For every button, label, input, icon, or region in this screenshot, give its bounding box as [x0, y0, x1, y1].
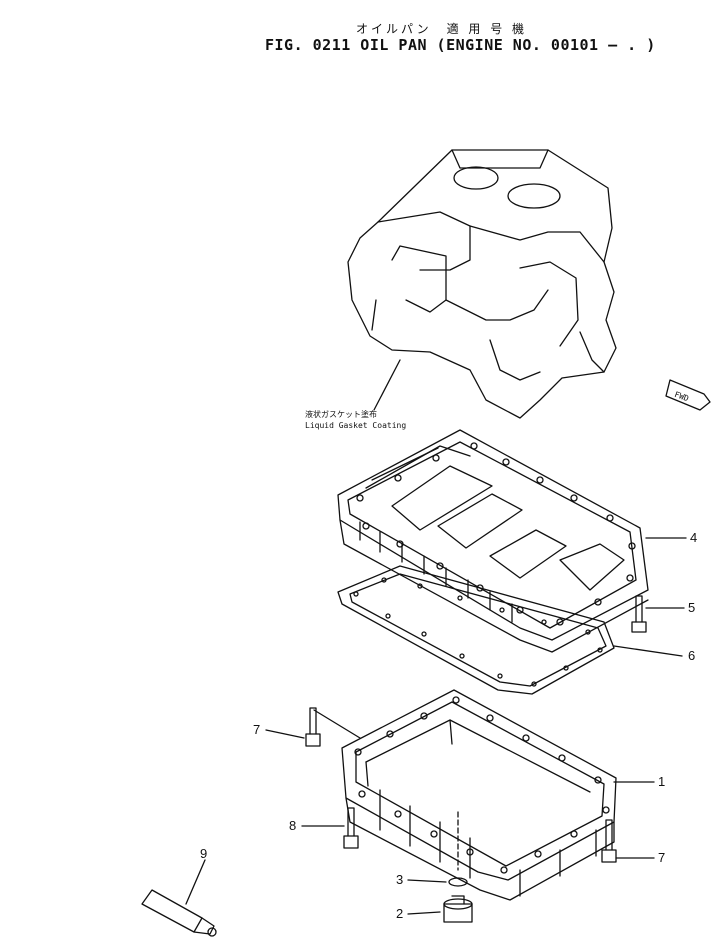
- callout-2: 2: [396, 906, 404, 921]
- callout-5: 5: [688, 600, 696, 615]
- bolt-7-upper: [305, 707, 361, 747]
- callout-8: 8: [289, 818, 297, 833]
- gasket-note-leader: [373, 359, 401, 411]
- upper-oil-pan: [337, 429, 649, 653]
- callout-1: 1: [658, 774, 666, 789]
- callout-7-upper: 7: [253, 722, 261, 737]
- liquid-gasket-tube: [141, 889, 217, 937]
- figure-title: FIG. 0211 OIL PAN (ENGINE NO. 00101 — . …: [265, 36, 656, 54]
- callout-3: 3: [396, 872, 404, 887]
- drain-plug: [443, 895, 473, 923]
- gasket-note-japanese: 液状ガスケット塗布: [305, 410, 377, 419]
- bolt-5: [631, 595, 647, 633]
- callout-leaders: [185, 537, 687, 915]
- oil-pan-gasket: [337, 565, 615, 695]
- figure-title-japanese: オイルパン 適 用 号 機: [356, 22, 528, 36]
- forward-arrow: [665, 379, 711, 411]
- callout-9: 9: [200, 846, 208, 861]
- lower-oil-pan: [341, 689, 617, 901]
- fwd-label: FWD: [673, 390, 690, 403]
- engine-block: [347, 149, 617, 419]
- o-ring: [448, 877, 468, 887]
- bolt-8: [343, 807, 359, 849]
- gasket-note-english: Liquid Gasket Coating: [305, 421, 407, 430]
- callout-6: 6: [688, 648, 696, 663]
- callout-4: 4: [690, 530, 698, 545]
- callout-7-lower: 7: [658, 850, 666, 865]
- bolt-7-lower: [601, 819, 617, 863]
